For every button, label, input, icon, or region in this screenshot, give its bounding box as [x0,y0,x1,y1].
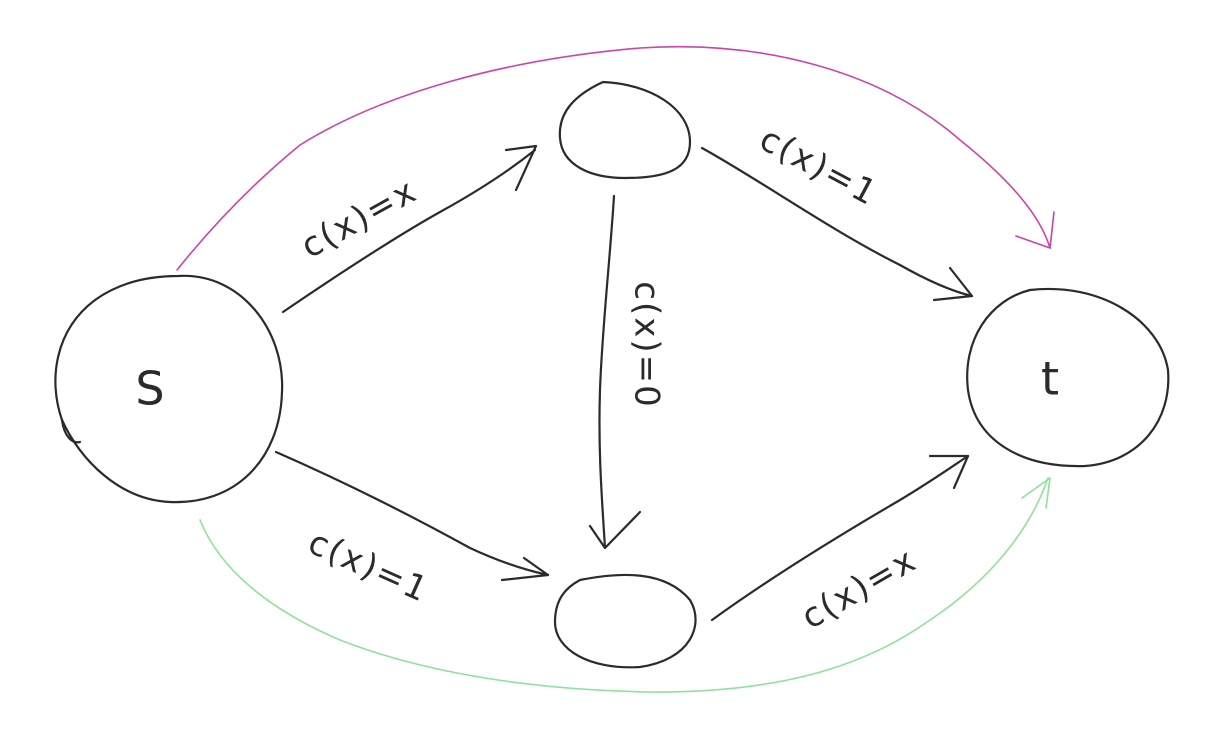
upper-path [176,45,1055,271]
node-t: t [966,287,1170,468]
edge-s-top-arrowhead [504,144,538,192]
edge-bottom-t-label: c(x)=x [795,540,924,638]
node-t-circle [966,287,1170,468]
edge-top-bottom-line [598,194,616,550]
edge-top-bottom-arrowhead [588,510,642,550]
edge-top-t-arrowhead [932,266,974,302]
edge-s-bottom-line [274,450,550,577]
node-bottom [553,573,697,669]
node-s-overlap-stroke [60,418,82,444]
lower-path [199,477,1051,693]
edge-bottom-t-line [710,454,970,622]
edge-bottom-t: c(x)=x [710,454,970,638]
edge-top-t: c(x)=1 [700,119,974,302]
lower-path-line [199,477,1049,693]
edge-s-bottom: c(x)=1 [274,450,550,611]
edge-top-bottom: c(x)=0 [588,194,667,550]
edge-s-top-label: c(x)=x [294,171,424,267]
edge-top-t-line [700,146,974,298]
node-s-label: S [135,362,164,416]
edge-top-t-label: c(x)=1 [753,119,884,214]
upper-path-arrowhead [1015,211,1055,249]
node-top [558,80,692,180]
node-bottom-circle [553,573,697,669]
edge-s-bottom-arrowhead [500,556,550,582]
lower-path-arrowhead [1021,477,1051,509]
node-top-circle [558,80,692,180]
edge-s-top: c(x)=x [281,144,538,314]
node-s-circle [54,274,284,504]
upper-path-line [176,45,1051,271]
node-s: S [54,274,284,504]
edge-bottom-t-arrowhead [928,454,970,490]
edge-top-bottom-label: c(x)=0 [627,281,667,408]
edge-s-bottom-label: c(x)=1 [302,522,435,610]
edge-s-top-line [281,148,537,314]
node-t-label: t [1041,352,1059,406]
